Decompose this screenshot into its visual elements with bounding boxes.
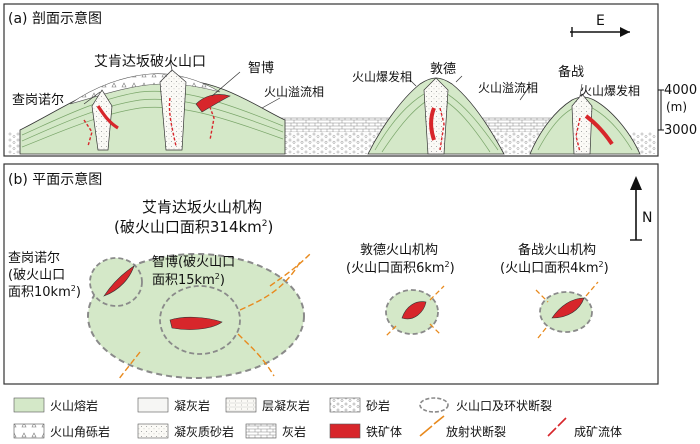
lava-facies-label-2: 火山溢流相	[478, 81, 538, 95]
legend-item-radial-fault: 放射状断裂	[419, 415, 506, 439]
legend-item-ring-fault: 火山口及环状断裂	[419, 397, 552, 413]
svg-text:砂岩: 砂岩	[366, 398, 390, 413]
chagang-label-a: 查岗诺尔	[12, 93, 64, 108]
legend-item-tuffaceous-sandstone: 凝灰质砂岩	[137, 423, 234, 439]
lava-facies-label-1: 火山溢流相	[264, 85, 324, 99]
scale-unit: (m)	[666, 100, 687, 114]
zhibo-label-b-1: 智博(破火山口	[152, 255, 235, 270]
svg-text:成矿流体: 成矿流体	[574, 425, 622, 439]
dunde-label-a: 敦德	[430, 61, 456, 77]
elevation-scale: 4000 (m) 3000	[658, 83, 697, 138]
legend-item-sandstone: 砂岩	[329, 397, 390, 413]
north-arrow-icon	[630, 176, 642, 241]
chagang-label-b-2: (破火山口	[8, 268, 65, 283]
north-label: N	[642, 210, 652, 226]
scale-top: 4000	[664, 83, 697, 98]
beizhan-ore-a	[584, 114, 614, 146]
legend: 火山熔岩 凝灰岩 层凝灰岩 砂岩 火山口及环状断裂 火山角砾岩 凝灰质砂岩	[13, 397, 622, 439]
svg-text:灰岩: 灰岩	[282, 424, 306, 439]
dunde-ore-a	[429, 107, 436, 141]
beizhan-structure-area: (火山口面积4km2)	[500, 260, 609, 276]
zhibo-fluid	[207, 101, 215, 141]
beizhan-fluid	[575, 117, 581, 153]
beizhan-vent	[571, 93, 593, 155]
legend-item-breccia: 火山角砾岩	[13, 423, 110, 439]
svg-text:铁矿体: 铁矿体	[366, 425, 402, 439]
radial-faults-dunde	[385, 285, 445, 337]
chagang-label-b-3: 面积10km2)	[8, 284, 81, 300]
svg-text:火山口及环状断裂: 火山口及环状断裂	[456, 398, 552, 413]
zhibo-label-b-2: 面积15km2)	[152, 272, 225, 288]
panel-a-title: (a) 剖面示意图	[8, 10, 102, 27]
legend-item-tuff: 凝灰岩	[137, 397, 210, 413]
dunde-structure-area: (火山口面积6km2)	[346, 260, 455, 276]
dunde-ore-body	[401, 301, 427, 320]
east-label: E	[596, 13, 605, 29]
aikenda-vent	[159, 69, 187, 151]
beizhan-structure-title: 备战火山机构	[518, 242, 596, 258]
aikenda-structure-area: (破火山口面积314km2)	[114, 218, 273, 236]
panel-b-plan-view: (b) 平面示意图 N	[3, 163, 659, 385]
svg-text:凝灰质砂岩: 凝灰质砂岩	[174, 424, 234, 439]
svg-text:火山熔岩: 火山熔岩	[50, 398, 98, 413]
scale-bottom: 3000	[664, 123, 697, 138]
east-arrow-icon	[570, 27, 630, 37]
chagang-ore-body	[103, 265, 135, 297]
dunde-fluid	[439, 107, 445, 151]
svg-text:层凝灰岩: 层凝灰岩	[262, 398, 310, 413]
chagang-label-b-1: 查岗诺尔	[8, 251, 60, 266]
aikenda-caldera-label: 艾肯达坂破火山口	[94, 54, 206, 70]
svg-text:放射状断裂: 放射状断裂	[446, 424, 506, 439]
legend-item-bedded-tuff: 层凝灰岩	[225, 397, 310, 413]
zhibo-label-a: 智博	[248, 61, 274, 76]
dunde-structure-title: 敦德火山机构	[360, 242, 438, 258]
chagang-vent	[91, 89, 113, 151]
legend-item-iron-ore: 铁矿体	[329, 423, 402, 439]
explosive-facies-label-1: 火山爆发相	[352, 69, 412, 84]
beizhan-label-a: 备战	[558, 64, 584, 80]
panel-a-cross-section: (a) 剖面示意图 E	[3, 3, 659, 157]
zhibo-ore-a	[195, 94, 231, 113]
explosive-facies-label-2: 火山爆发相	[580, 83, 640, 98]
radial-faults-beizhan	[535, 281, 599, 339]
svg-text:凝灰岩: 凝灰岩	[174, 398, 210, 413]
aikenda-fluid	[168, 97, 177, 147]
aikenda-structure-title: 艾肯达坂火山机构	[142, 198, 262, 216]
legend-item-fluid: 成矿流体	[547, 417, 622, 439]
svg-text:火山角砾岩: 火山角砾岩	[50, 424, 110, 439]
legend-item-limestone: 灰岩	[245, 423, 306, 439]
dunde-vent	[423, 77, 449, 155]
panel-b-title: (b) 平面示意图	[8, 171, 102, 188]
radial-faults-aikenda	[117, 253, 311, 381]
beizhan-ore-body	[551, 297, 585, 319]
legend-item-lava: 火山熔岩	[13, 397, 98, 413]
chagang-ore-a	[96, 105, 119, 130]
zhibo-ore-body	[169, 316, 223, 330]
